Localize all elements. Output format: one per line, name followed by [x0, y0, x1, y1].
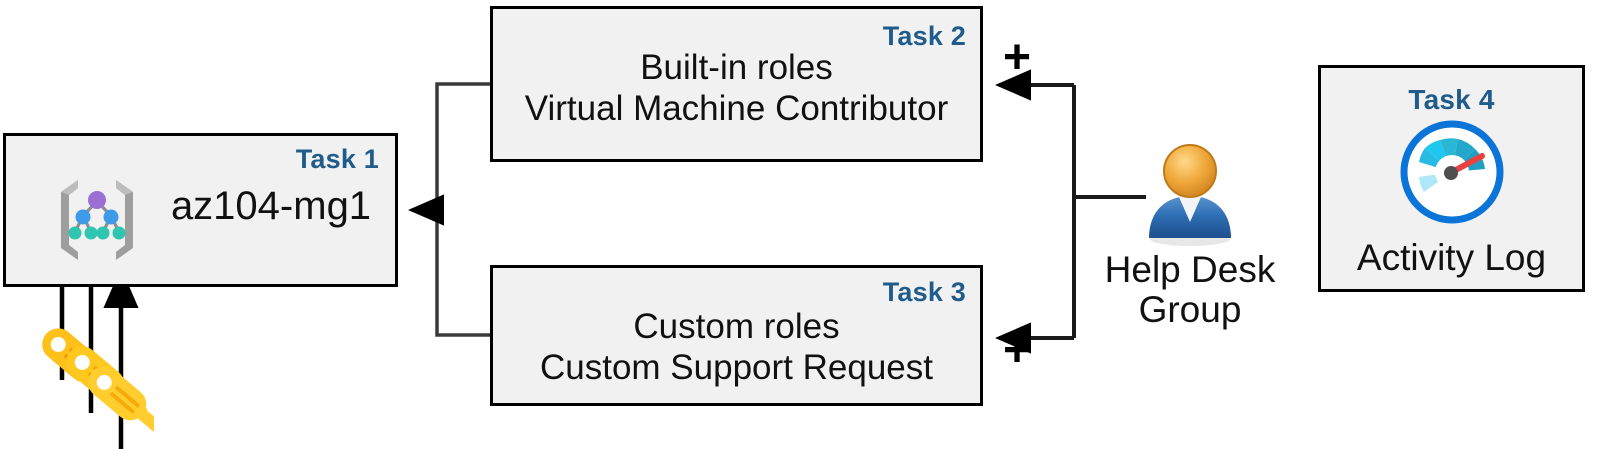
task1-tag: Task 1 [295, 144, 379, 174]
task2-line2: Virtual Machine Contributor [524, 89, 949, 129]
task4-box[interactable]: Task 4 Activity Log [1318, 65, 1585, 292]
task2-text: Built-in roles Virtual Machine Contribut… [493, 47, 980, 130]
bracket-connector-to-task1 [408, 82, 490, 337]
helpdesk-line2: Group [1138, 288, 1242, 330]
helpdesk-line1: Help Desk [1104, 249, 1276, 290]
helpdesk-label: Help Desk Group [1100, 250, 1280, 330]
task4-label: Activity Log [1356, 237, 1547, 279]
user-group-icon [1149, 144, 1231, 246]
task3-tag: Task 3 [882, 277, 966, 307]
task2-tag: Task 2 [882, 21, 966, 51]
task1-label: az104-mg1 [170, 184, 372, 228]
task1-box[interactable]: Task 1 az104-mg1 [3, 133, 398, 287]
task3-line2: Custom Support Request [540, 348, 933, 388]
gauge-icon [1400, 120, 1503, 224]
task3-line1: Custom roles [633, 307, 840, 346]
plus-operator-top: + [1003, 31, 1032, 84]
management-group-icon [61, 180, 133, 260]
task3-box[interactable]: Task 3 Custom roles Custom Support Reque… [490, 265, 983, 406]
task2-box[interactable]: Task 2 Built-in roles Virtual Machine Co… [490, 6, 983, 162]
task3-text: Custom roles Custom Support Request [493, 306, 980, 389]
helpdesk-group[interactable]: Help Desk Group [1100, 140, 1280, 330]
task2-line1: Built-in roles [640, 48, 833, 87]
keys-icon [42, 328, 154, 440]
plus-operator-bottom: + [1003, 324, 1032, 377]
task4-tag: Task 4 [1408, 84, 1495, 115]
